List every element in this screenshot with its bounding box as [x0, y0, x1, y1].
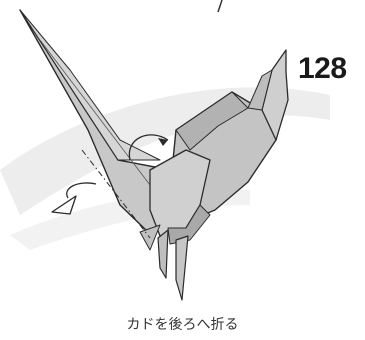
fold-arrow-head — [158, 138, 168, 146]
hollow-arrow-head — [51, 195, 77, 215]
top-edge-mark — [217, 0, 223, 13]
head-point-inner — [247, 69, 273, 111]
tail-point — [157, 229, 169, 279]
hollow-arrow-curve — [66, 182, 97, 199]
background-swoosh — [0, 87, 330, 215]
leg-point — [175, 235, 189, 301]
body-shadow — [167, 204, 211, 245]
mountain-fold-line — [81, 149, 151, 239]
step-caption: カドを後ろへ折る — [126, 317, 239, 333]
right-wing-upper-flap — [175, 91, 249, 151]
left-wing-inner-flap — [19, 9, 161, 161]
fold-arrow-curve — [128, 134, 169, 161]
step-number: 128 — [298, 52, 347, 85]
left-wing-crease — [39, 39, 151, 186]
